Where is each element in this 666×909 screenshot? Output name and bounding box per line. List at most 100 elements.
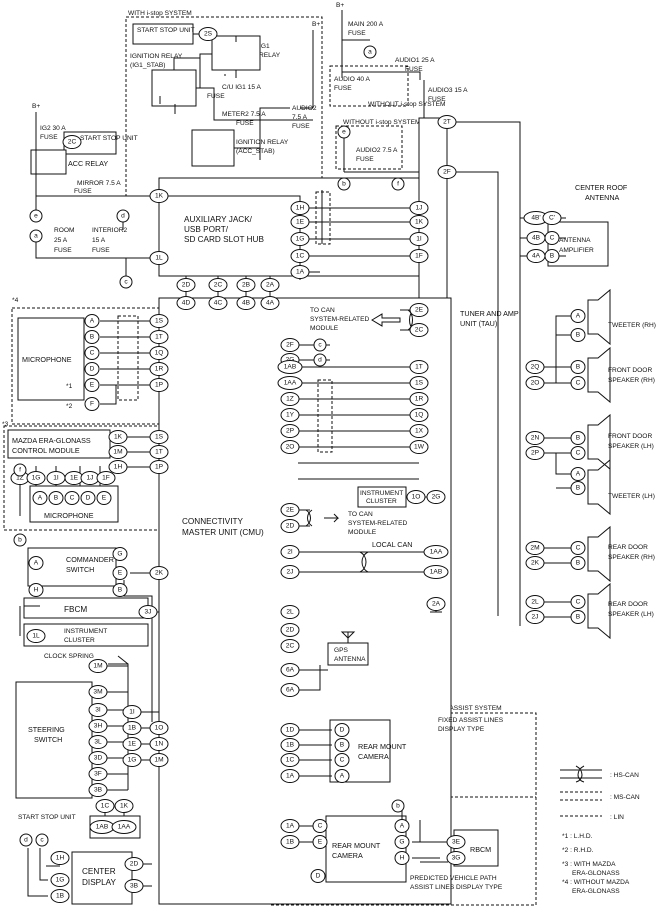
bplus-label-2: B+ [336,2,344,9]
pin-p2E: 2E [409,303,429,317]
pin-c2J: 2J [280,565,300,579]
bplus-label-3: B+ [32,103,40,110]
pin-t2G: 2G [426,490,446,504]
pin-cs1I: 1I [122,705,142,719]
audio2-top-3: FUSE [292,123,310,130]
pin-sw3L: 3L [88,735,108,749]
fbcm-label: FBCM [64,605,87,614]
pin-t1X: 1X [409,424,429,438]
pin-label: e [342,129,346,136]
legend-note1: *1 : L.H.D. [562,833,593,840]
pin-label: D [316,873,321,880]
pin-sC5: C [570,541,586,555]
pin-label: d [318,357,322,364]
rear-door-rh-2: SPEAKER (RH) [608,554,655,561]
pin-sB4: B [570,481,586,495]
pin-label: 2Q [531,364,540,371]
legend-lin: : LIN [610,814,624,821]
connection-ref-ref_e1: e [337,125,351,139]
pin-label: 2C [68,139,77,146]
pin-label: 2N [531,435,540,442]
start-stop-unit-left-label: START STOP UNIT [80,135,138,142]
pin-label: D [90,366,95,373]
pin-t1W: 1W [409,440,429,454]
pin-ss1K: 1K [114,799,134,813]
pin-label: 4A [532,253,541,260]
pin-label: 1O [412,494,421,501]
no-era-region [11,307,169,425]
pin-ic1L: 1L [26,629,46,643]
pin-label: 1T [415,364,423,371]
pin-label: 1X [415,428,424,435]
pin-label: C [576,450,581,457]
era-label-1: MAZDA ERA-GLONASS [12,436,91,445]
pin-sB5: B [570,556,586,570]
pin-label: 1AA [430,549,443,556]
cmu-tau-wires [298,366,419,480]
pin-label: 2O [286,444,295,451]
pin-rc2_1A: 1A [280,819,300,833]
pin-label: a [34,233,38,240]
pin-label: 2B [242,282,251,289]
pin-label: A [576,313,581,320]
steering-wires [106,665,128,791]
legend-note3-b: ERA-GLONASS [572,870,620,877]
pin-label: E [318,839,323,846]
to-can2-1: TO CAN [348,511,373,518]
pin-label: c [124,279,128,286]
pin-label: 1I [129,709,135,716]
ig1-relay-label-2: RELAY [259,52,281,59]
pin-label: 2O [531,380,540,387]
acc-relay-box [30,149,67,175]
pin-label: A [400,823,405,830]
tau-label-2: UNIT (TAU) [460,319,497,328]
pin-label: 1S [415,380,424,387]
pin-label: 1A [286,823,295,830]
legend-hs-symbol [560,765,602,783]
pin-label: B [576,332,581,339]
pin-label: 2M [530,545,539,552]
pin-p2S: 2S [198,27,218,41]
pin-label: 2D [130,861,139,868]
local-can-wires [298,551,430,573]
pin-label: 1Q [415,412,424,419]
clock-spring-wire [108,655,129,790]
note3-mark: *3 [2,421,9,428]
pin-sA4: A [570,467,586,481]
front-door-lh-2: SPEAKER (LH) [608,443,654,450]
pin-c6Ab: 6A [280,683,300,697]
fixed-assist-2: DISPLAY TYPE [438,726,485,733]
cu-ig1-fuse-2: FUSE [207,93,225,100]
pin-r3E: 3E [446,835,466,849]
pin-t1T: 1T [409,360,429,374]
pin-label: 1R [415,396,424,403]
pin-rc2D: D [310,869,326,883]
pin-label: 1L [155,255,163,262]
pin-label: B [90,334,95,341]
pin-label: G [117,551,122,558]
pin-label: 1H [56,855,65,862]
pin-label: A [340,773,345,780]
hs-can-twist-mid [298,509,340,527]
interior2-fuse-2: 15 A [92,237,106,244]
pin-label: 4C [214,300,223,307]
pin-rc1C: 1C [280,753,300,767]
antenna-amp-label-1: ANTENNA [559,237,591,244]
inst-cluster2-1: INSTRUMENT [64,628,107,635]
connection-ref-ref_d3: d [19,833,33,847]
pin-label: 2A [432,601,441,608]
pin-label: 2F [286,342,294,349]
pin-sB3: B [570,431,586,445]
pin-cCp: C' [542,211,562,225]
connection-ref-ref_d2: d [313,353,327,367]
ig2-fuse-1: IG2 30 A [40,125,66,132]
pin-label: 4D [182,300,191,307]
pin-p2T: 2T [437,115,457,129]
pin-label: 4B [242,300,251,307]
pin-label: 3D [94,755,103,762]
pin-label: 2C [286,643,295,650]
pin-sw3M: 3M [88,685,108,699]
pin-label: d [121,213,125,220]
pin-t1AB: 1AB [423,565,449,579]
